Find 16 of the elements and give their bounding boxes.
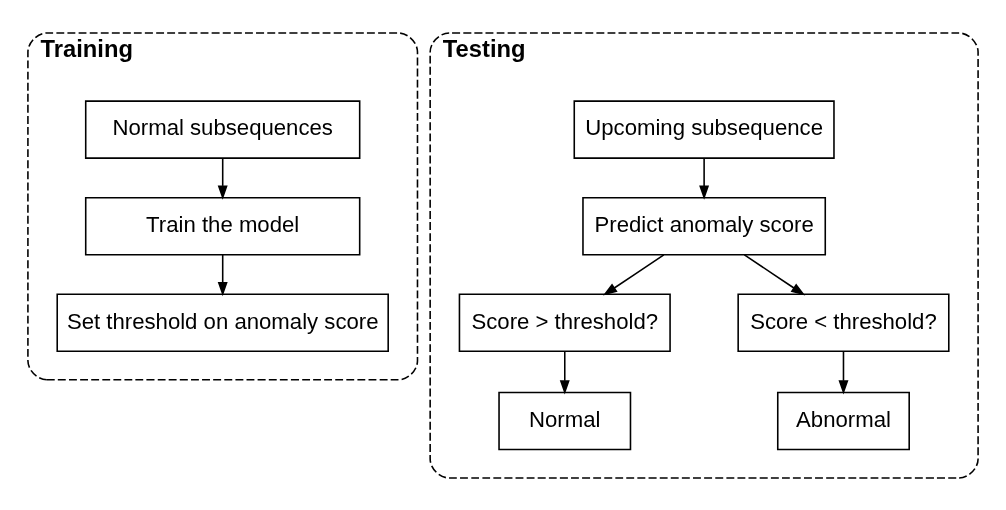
node-box: Train the model xyxy=(84,196,361,255)
arrow xyxy=(699,156,710,200)
node-box: Normal xyxy=(498,391,632,450)
node-box: Score < threshold? xyxy=(737,293,950,352)
arrow xyxy=(217,156,228,200)
arrow xyxy=(559,350,570,394)
arrow xyxy=(217,253,228,296)
node-box: Set threshold on anomaly score xyxy=(56,293,389,352)
arrow xyxy=(838,350,849,394)
node-box: Normal subsequences xyxy=(84,99,361,159)
arrow xyxy=(603,253,665,296)
node-box: Score > threshold? xyxy=(458,293,671,352)
node-box: Predict anomaly score xyxy=(582,196,827,255)
arrow xyxy=(743,253,806,296)
node-box: Upcoming subsequence xyxy=(573,99,835,159)
node-box: Abnormal xyxy=(776,391,910,450)
